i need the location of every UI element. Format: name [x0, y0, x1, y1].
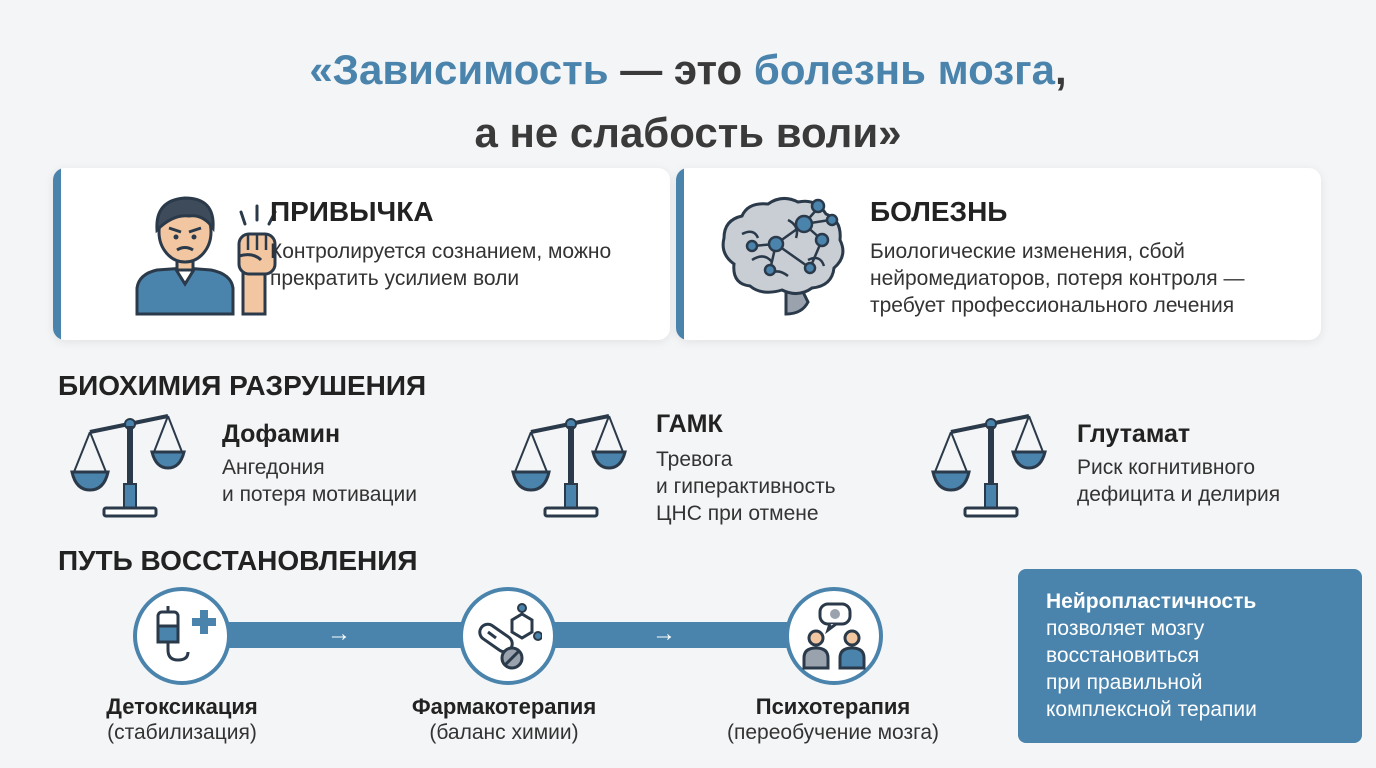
- biochem-name-glutamate: Глутамат: [1077, 420, 1191, 448]
- habit-title: ПРИВЫЧКА: [270, 196, 434, 227]
- neuroplasticity-line: позволяет мозгу: [1046, 617, 1205, 640]
- neuroplasticity-line: комплексной терапии: [1046, 698, 1257, 721]
- biochem-name-gaba: ГАМК: [656, 410, 723, 438]
- habit-card: ПРИВЫЧКА Контролируется сознанием, можно…: [53, 168, 670, 340]
- psycho-step-icon-wrap: [785, 587, 883, 685]
- arrow-icon: →: [652, 620, 676, 647]
- disease-title: БОЛЕЗНЬ: [870, 196, 1008, 227]
- detox-step-icon-wrap: [133, 587, 231, 685]
- biochem-title: БИОХИМИЯ РАЗРУШЕНИЯ: [58, 370, 427, 401]
- biochem-desc-line: Тревога: [656, 448, 733, 471]
- biochem-desc-gaba: Тревога и гиперактивность ЦНС при отмене: [656, 446, 836, 527]
- neuroplasticity-head: Нейропластичность: [1046, 590, 1257, 613]
- biochem-name-dopamine: Дофамин: [222, 420, 341, 448]
- title-line-2: а не слабость воли»: [474, 109, 902, 156]
- disease-card: БОЛЕЗНЬ Биологические изменения, сбой не…: [676, 168, 1321, 340]
- step-sub-psycho: (переобучение мозга): [727, 721, 939, 744]
- step-sub-pharma: (баланс химии): [429, 721, 579, 744]
- disease-description: Биологические изменения, сбой нейромедиа…: [870, 240, 1245, 317]
- people-dialog-icon: [802, 602, 866, 670]
- step-name-pharma: Фармакотерапия: [411, 694, 597, 719]
- neuroplasticity-box: Нейропластичность позволяет мозгу восста…: [1018, 569, 1362, 743]
- scale-icon-dopamine: [70, 414, 186, 518]
- brain-network-icon: [721, 197, 845, 316]
- page-title: «Зависимость — это болезнь мозга, а не с…: [0, 38, 1376, 164]
- biochem-desc-glutamate: Риск когнитивного дефицита и делирия: [1077, 454, 1280, 508]
- recovery-title: ПУТЬ ВОССТАНОВЛЕНИЯ: [58, 545, 418, 576]
- habit-description: Контролируется сознанием, можно прекрати…: [270, 240, 612, 290]
- step-name-detox: Детоксикация: [106, 694, 258, 719]
- title-line-1: «Зависимость — это болезнь мозга,: [0, 38, 1376, 101]
- biochem-desc-line: Риск когнитивного: [1077, 456, 1256, 479]
- biochem-desc-dopamine: Ангедония и потеря мотивации: [222, 454, 417, 508]
- title-accent: болезнь мозга: [753, 46, 1055, 93]
- biochem-desc-line: ЦНС при отмене: [656, 502, 819, 525]
- scale-icon-gaba: [511, 414, 627, 518]
- arrow-icon: →: [327, 620, 351, 647]
- biochem-desc-line: Ангедония: [222, 456, 325, 479]
- title-end: ,: [1055, 46, 1067, 93]
- neuroplasticity-line: восстановиться: [1046, 644, 1200, 667]
- title-open: «Зависимость: [309, 46, 609, 93]
- biochem-desc-line: и гиперактивность: [656, 475, 836, 498]
- pills-molecule-icon: [478, 603, 542, 670]
- step-name-psycho: Психотерапия: [755, 694, 911, 719]
- step-sub-detox: (стабилизация): [107, 721, 257, 744]
- neuroplasticity-line: при правильной: [1046, 671, 1203, 694]
- iv-drip-icon: [156, 606, 216, 662]
- title-mid: — это: [608, 46, 754, 93]
- scale-icon-glutamate: [931, 414, 1047, 518]
- person-fist-icon: [135, 196, 277, 316]
- biochem-desc-line: и потеря мотивации: [222, 483, 417, 506]
- biochem-desc-line: дефицита и делирия: [1077, 483, 1281, 506]
- pharma-step-icon-wrap: [459, 587, 557, 685]
